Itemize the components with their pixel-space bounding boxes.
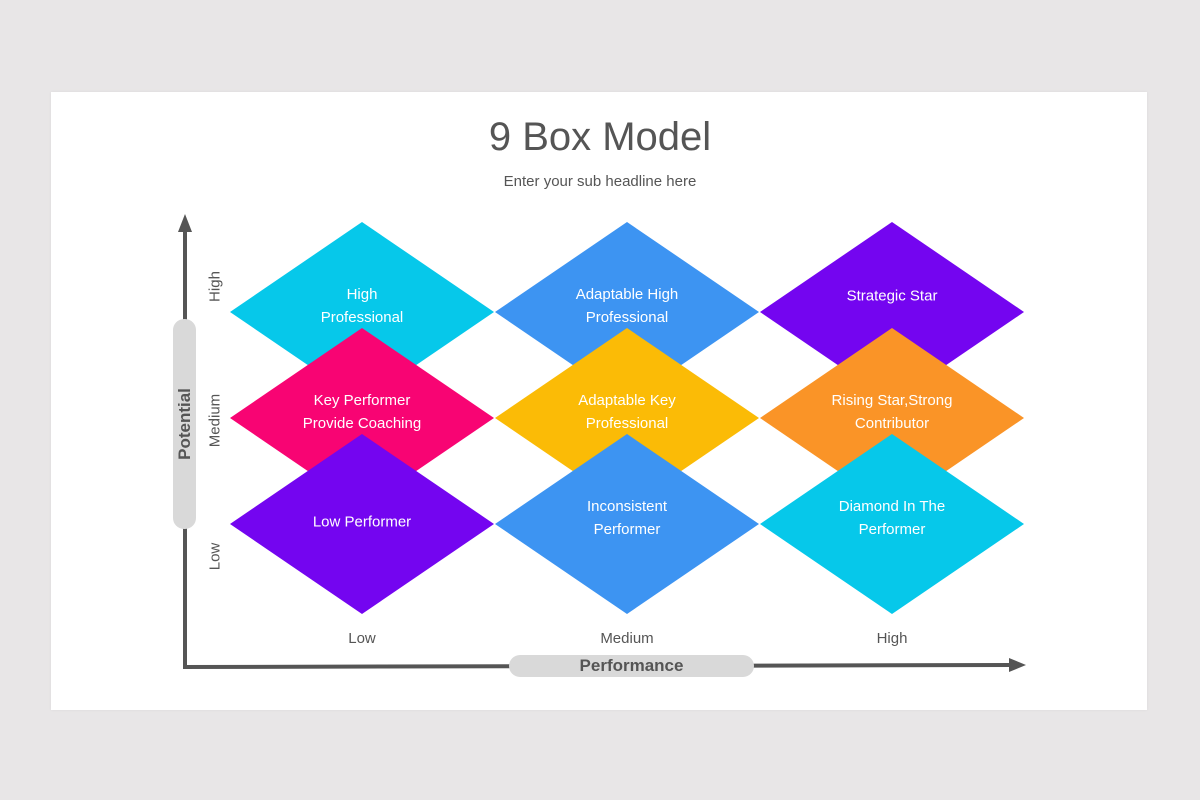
performance-axis-label: Performance (579, 656, 684, 675)
box-label-line: Performer (858, 521, 926, 538)
box-diamond (760, 328, 1024, 508)
sub-headline: Enter your sub headline here (503, 173, 697, 190)
x-level-medium: Medium (600, 630, 654, 647)
box-diamond (760, 434, 1024, 614)
box-label: Low Performer (272, 511, 452, 534)
box-label-line: Contributor (854, 415, 930, 432)
box-diamond (495, 434, 759, 614)
box-label-line: Diamond In The (838, 498, 946, 515)
y-level-high: High (206, 271, 224, 302)
box-diamond (230, 328, 494, 508)
box-label-line: Inconsistent (586, 498, 668, 515)
box-label-line: Professional (585, 309, 669, 326)
box-label-line: Rising Star,Strong (831, 392, 953, 409)
box-diamond (230, 434, 494, 614)
page-title: 9 Box Model (488, 115, 712, 159)
box-label-line: Key Performer (313, 392, 411, 409)
box-label-line: Strategic Star (846, 287, 938, 305)
box-label-line: Adaptable High (575, 286, 679, 303)
performance-axis-pill: Performance (509, 655, 754, 677)
box-diamond (230, 222, 494, 402)
potential-axis-pill: Potential (173, 319, 196, 529)
box-label-line: Performer (593, 521, 661, 538)
box-label: Strategic Star (802, 285, 982, 308)
box-diamond (495, 222, 759, 402)
box-label-line: Provide Coaching (302, 415, 422, 432)
y-level-low: Low (206, 542, 224, 571)
x-level-low: Low (348, 630, 376, 647)
box-label-line: Adaptable Key (578, 392, 676, 409)
potential-axis-label: Potential (174, 388, 194, 460)
box-label-line: Professional (585, 415, 669, 432)
box-label-line: Professional (320, 309, 404, 326)
x-axis-arrow-icon (1009, 658, 1026, 672)
box-diamond (495, 328, 759, 508)
box-label-line: High (346, 286, 378, 303)
box-diamond (760, 222, 1024, 402)
box-label-line: Low Performer (312, 513, 412, 531)
y-level-medium: Medium (206, 393, 224, 448)
x-level-high: High (876, 630, 908, 647)
y-axis-arrow-icon (178, 214, 192, 232)
